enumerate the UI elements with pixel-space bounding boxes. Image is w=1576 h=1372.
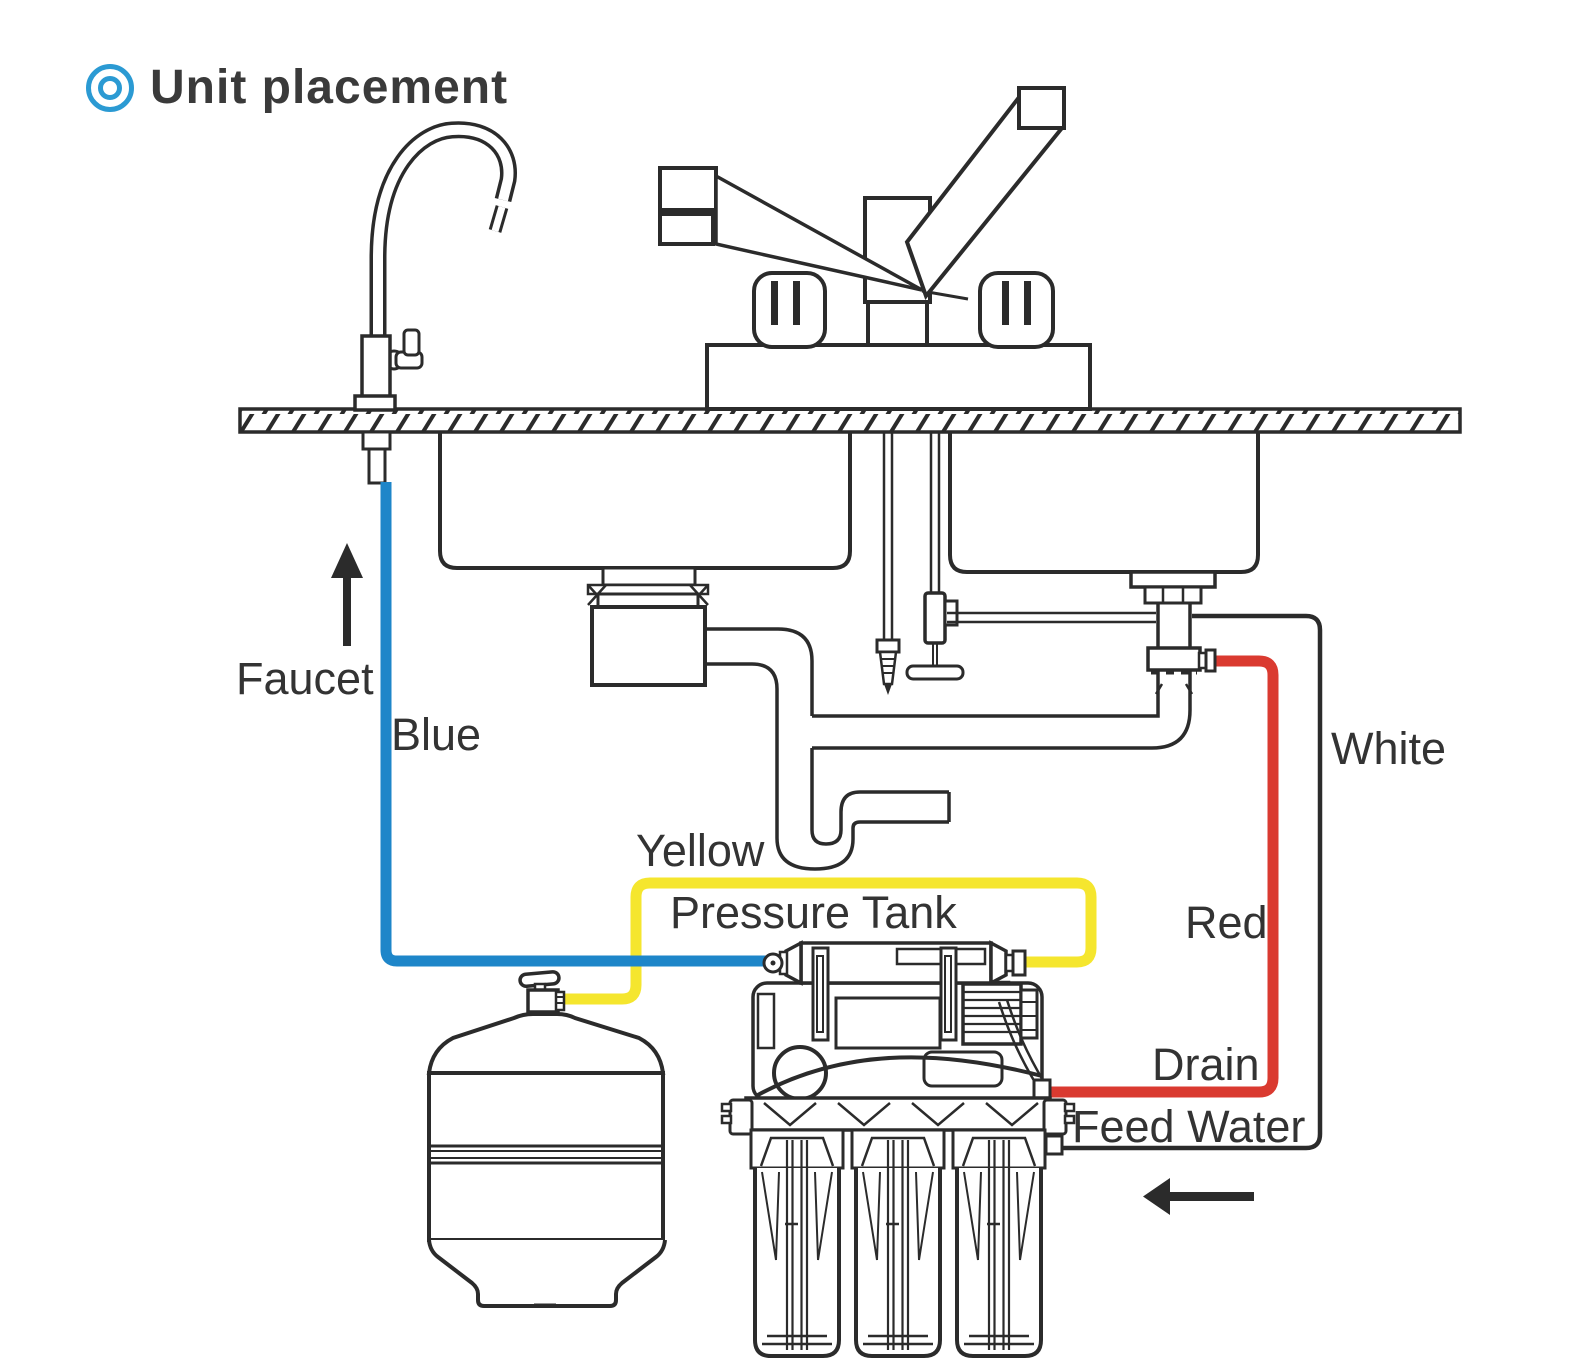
faucet-spout	[904, 86, 1066, 301]
right-drain-assembly	[1129, 570, 1217, 695]
shutoff-valve	[905, 591, 965, 681]
page-title-text: Unit placement	[150, 61, 509, 114]
label-drain: Drain	[1152, 1039, 1260, 1090]
white-tube	[1060, 613, 1323, 1151]
red-tube	[1048, 655, 1279, 1098]
page-title: Unit placement	[86, 60, 508, 115]
left-sink-basin	[438, 433, 852, 570]
label-yellow: Yellow	[636, 825, 765, 876]
drain-piping	[705, 603, 1192, 871]
feed-water-arrow	[1143, 1178, 1254, 1215]
faucet-handle-right	[978, 271, 1055, 349]
membrane-housing	[762, 940, 1027, 1042]
supply-lines	[875, 433, 1156, 695]
label-red: Red	[1185, 897, 1268, 948]
label-faucet: Faucet	[236, 653, 374, 704]
saddle-outlet-fitting	[1197, 648, 1217, 673]
booster-pump	[755, 982, 1052, 1102]
pressure-tank	[426, 970, 667, 1308]
label-blue: Blue	[391, 709, 482, 760]
faucet-arrow	[331, 543, 363, 646]
blue-tube	[380, 482, 766, 967]
drain-saddle-clamp	[1146, 646, 1202, 675]
filter-manifold	[720, 1096, 1076, 1156]
double-circle-icon	[86, 63, 134, 112]
label-white: White	[1331, 723, 1447, 774]
right-sink-basin	[948, 433, 1260, 574]
label-pressure-tank: Pressure Tank	[670, 887, 957, 938]
faucet-handle-left	[752, 271, 827, 349]
ro-unit	[720, 940, 1076, 1358]
kitchen-faucet	[658, 86, 1092, 411]
countertop	[238, 407, 1462, 434]
garbage-disposal	[586, 566, 710, 687]
label-feed-water: Feed Water	[1072, 1101, 1306, 1152]
ro-faucet	[353, 121, 517, 485]
filter-housings	[749, 1128, 1047, 1358]
faucet-side-lever	[658, 166, 969, 301]
yellow-tube	[558, 877, 1097, 1005]
